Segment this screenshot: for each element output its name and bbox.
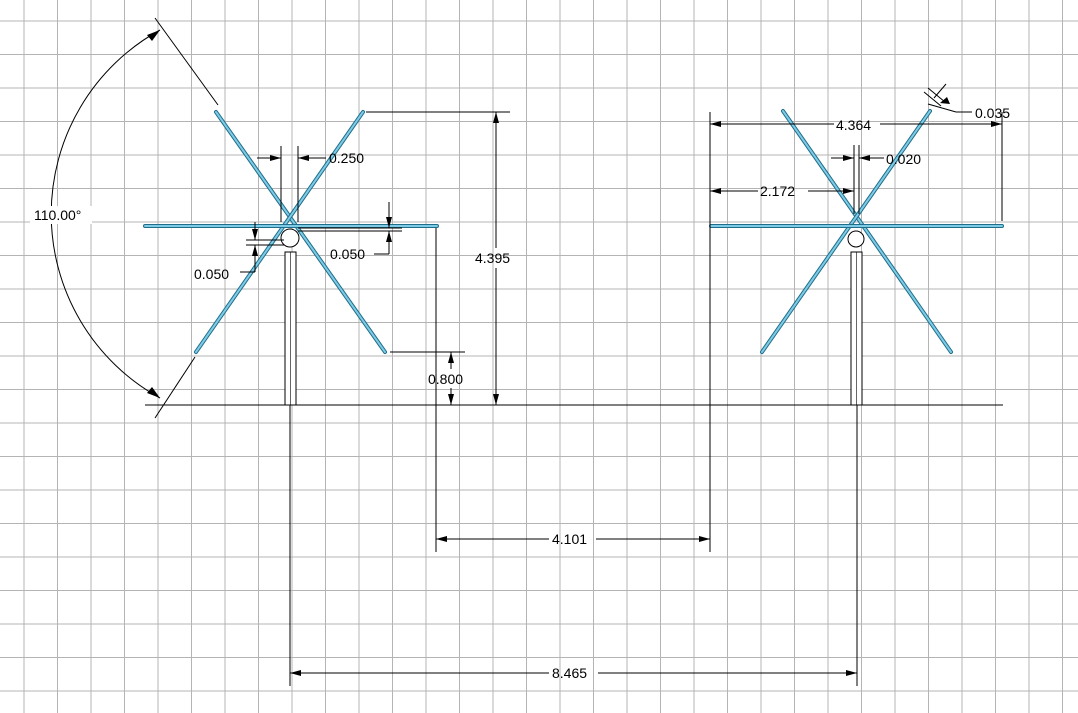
- left-blade-diagonal-1[interactable]: [214, 110, 387, 354]
- tip-clearance-label: 0.800: [428, 371, 463, 387]
- spacing-gap-label: 4.101: [552, 531, 587, 547]
- spacing-gap-dimension[interactable]: 4.101: [436, 531, 710, 547]
- angle-dimension[interactable]: 110.00°: [30, 17, 219, 419]
- right-blade-diagonal-1[interactable]: [781, 109, 953, 354]
- left-blade-diagonal-2[interactable]: [194, 110, 365, 354]
- half-span-right-dimension[interactable]: 2.172: [710, 183, 854, 199]
- angle-dimension-label: 110.00°: [34, 207, 81, 223]
- rod-thickness-label: 0.035: [975, 105, 1010, 121]
- span-right-label: 4.364: [836, 117, 871, 133]
- left-turbine[interactable]: [143, 110, 439, 406]
- right-turbine[interactable]: [709, 109, 1004, 406]
- hub-width-right-dimension[interactable]: 0.020: [831, 145, 921, 214]
- left-hub[interactable]: [280, 228, 300, 248]
- right-hub[interactable]: [847, 230, 865, 248]
- right-blade-diagonal-2[interactable]: [760, 109, 932, 354]
- gap-left-dimension[interactable]: 0.050: [298, 202, 402, 262]
- hub-width-left-label: 0.250: [329, 150, 364, 166]
- span-right-dimension[interactable]: 4.364: [710, 112, 1003, 221]
- height-total-dimension[interactable]: 4.395: [366, 111, 510, 406]
- gap-left-label: 0.050: [330, 246, 365, 262]
- height-total-label: 4.395: [475, 250, 510, 266]
- spacing-centers-dimension[interactable]: 8.465: [290, 665, 857, 681]
- offset-left-label: 0.050: [194, 266, 229, 282]
- rod-thickness-dimension[interactable]: 0.035: [923, 83, 1010, 121]
- tip-clearance-dimension[interactable]: 0.800: [390, 351, 465, 405]
- hub-width-right-label: 0.020: [886, 151, 921, 167]
- offset-left-dimension[interactable]: 0.050: [194, 222, 284, 282]
- hub-width-left-dimension[interactable]: 0.250: [257, 146, 364, 222]
- half-span-right-label: 2.172: [760, 183, 795, 199]
- spacing-centers-label: 8.465: [552, 665, 587, 681]
